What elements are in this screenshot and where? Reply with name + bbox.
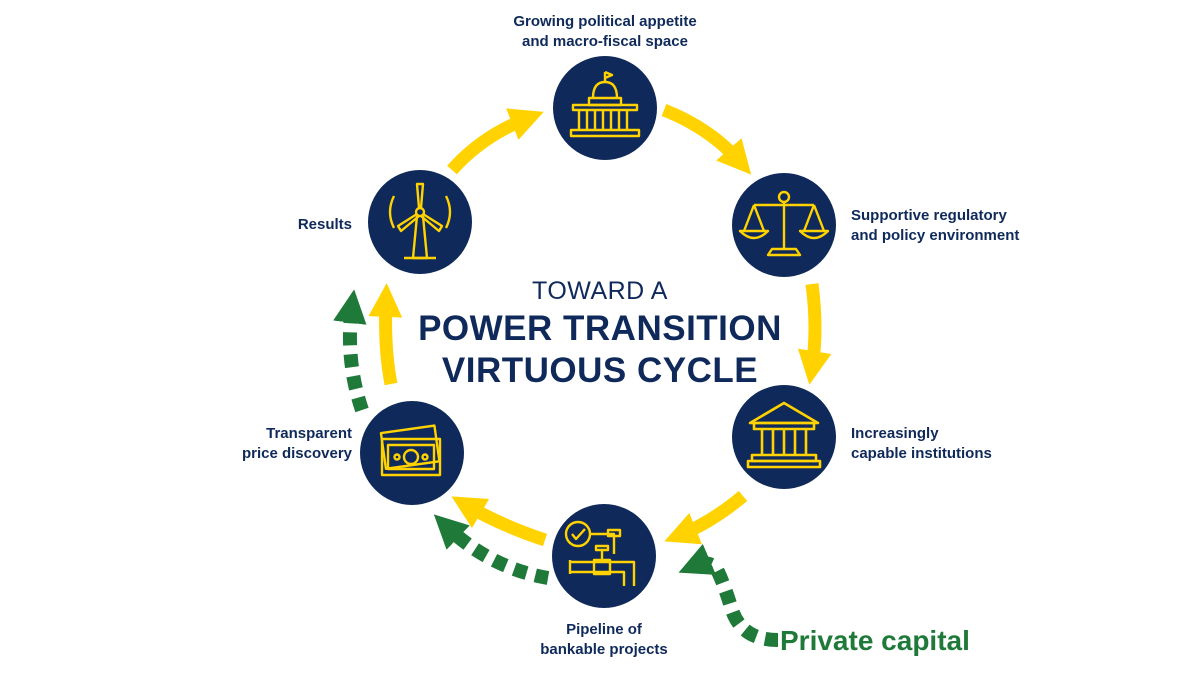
cycle-arrow-institutions-to-pipeline [664,491,748,545]
cycle-title-line1: TOWARD A [532,277,668,305]
private-capital-label: Private capital [780,625,970,656]
label-price-line1: Transparent [266,425,352,442]
node-institutions [732,385,836,489]
node-political [553,56,657,160]
private-capital-arrow-to-price [433,514,550,585]
label-political-line2: and macro-fiscal space [522,33,688,50]
label-results: Results [200,215,352,235]
cycle-arrow-pipeline-to-price [451,496,548,547]
institution-building-icon [746,401,822,469]
cycle-title: TOWARD A POWER TRANSITION VIRTUOUS CYCLE [400,274,800,392]
label-regulatory-line1: Supportive regulatory [851,207,1007,224]
node-results [368,170,472,274]
cycle-arrow-price-to-results [368,283,403,386]
node-price [360,401,464,505]
label-results-line1: Results [297,216,352,233]
private-capital-arrow-to-results [333,289,369,413]
label-institutions-line1: Increasingly [851,425,939,442]
cycle-arrow-political-to-regulatory [661,103,752,175]
node-regulatory [732,173,836,277]
label-price: Transparent price discovery [150,424,352,464]
cycle-title-line3: VIRTUOUS CYCLE [441,351,759,390]
label-political-line1: Growing political appetite [513,13,697,30]
balance-scale-icon [738,190,830,257]
label-price-line2: price discovery [241,445,352,462]
pipeline-valve-icon [564,520,636,586]
cycle-arrow-regulatory-to-institutions [797,283,832,385]
label-pipeline: Pipeline of bankable projects [454,620,754,660]
wind-turbine-icon [388,182,452,260]
label-institutions-line2: capable institutions [851,445,992,462]
label-institutions: Increasingly capable institutions [851,424,1111,464]
node-pipeline [552,504,656,608]
label-regulatory-line2: and policy environment [851,227,1020,244]
cycle-title-line2: POWER TRANSITION [418,309,782,348]
banknotes-icon [379,424,442,477]
cycle-arrow-results-to-political [447,108,544,175]
label-regulatory: Supportive regulatory and policy environ… [851,206,1111,246]
private-capital-arrow-to-pipeline [678,543,779,647]
label-pipeline-line2: bankable projects [540,641,668,658]
label-pipeline-line1: Pipeline of [566,621,642,638]
label-political: Growing political appetite and macro-fis… [455,12,755,52]
capitol-building-icon [569,70,641,138]
